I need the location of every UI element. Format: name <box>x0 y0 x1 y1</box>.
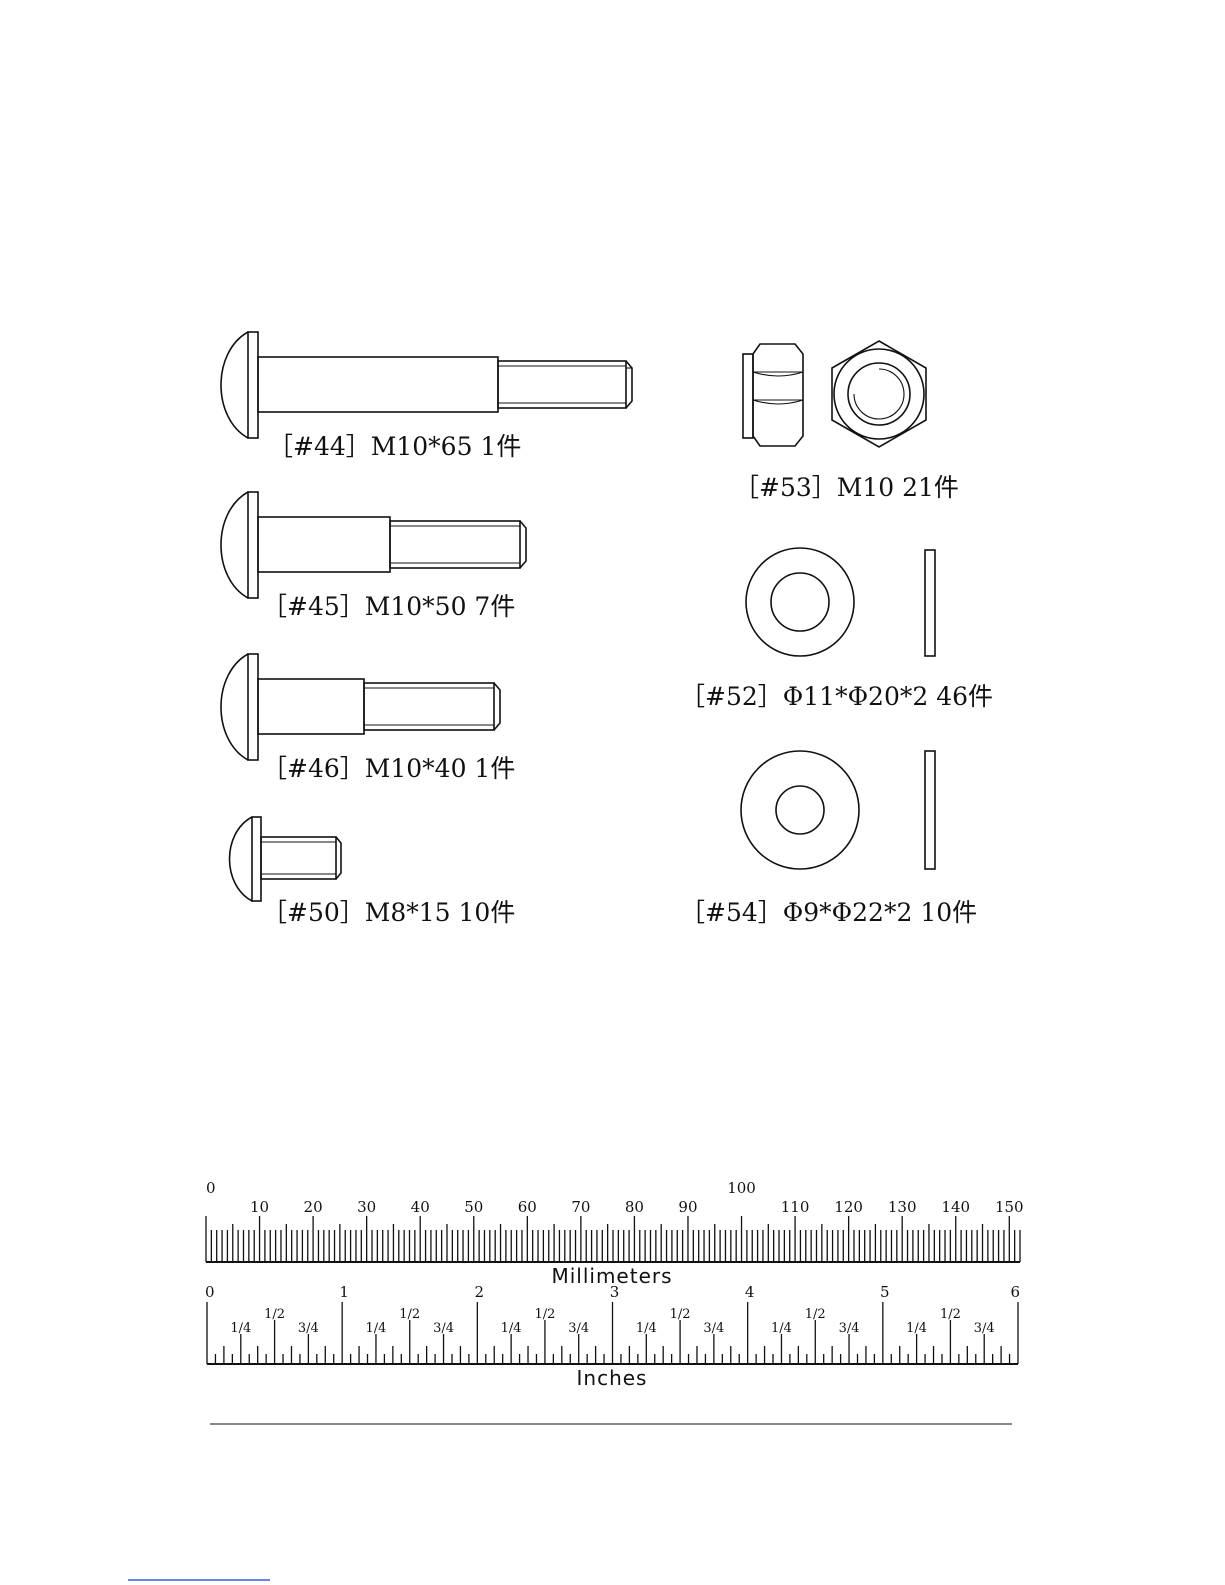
part-label-50: ［#50］M8*15 10件 <box>262 898 515 927</box>
nut-53-top-drawing <box>832 341 926 447</box>
inch-fraction-label: 1/2 <box>534 1307 555 1322</box>
bolt-44-drawing <box>221 332 632 438</box>
inch-label: 3 <box>610 1283 620 1301</box>
part-label-53: ［#53］M10 21件 <box>734 473 959 502</box>
part-label-52: ［#52］Φ11*Φ20*2 46件 <box>680 682 993 711</box>
part-label-54: ［#54］Φ9*Φ22*2 10件 <box>680 898 977 927</box>
washer-54-drawing <box>741 751 935 869</box>
mm-label: 10 <box>250 1198 269 1216</box>
millimeter-ruler <box>206 1216 1020 1262</box>
inch-fraction-label: 3/4 <box>703 1321 724 1336</box>
inch-fraction-label: 1/2 <box>399 1307 420 1322</box>
inch-label: 6 <box>1010 1283 1020 1301</box>
inch-label: 2 <box>475 1283 485 1301</box>
inch-fraction-label: 1/2 <box>670 1307 691 1322</box>
mm-label: 90 <box>678 1198 697 1216</box>
inch-fraction-label: 3/4 <box>433 1321 454 1336</box>
inch-fraction-label: 1/4 <box>636 1321 657 1336</box>
inch-label: 1 <box>339 1283 349 1301</box>
bolt-50-drawing <box>230 817 342 901</box>
mm-label: 50 <box>464 1198 483 1216</box>
inch-fraction-label: 1/2 <box>264 1307 285 1322</box>
inch-fraction-label: 3/4 <box>839 1321 860 1336</box>
inch-fraction-label: 1/2 <box>805 1307 826 1322</box>
nut-53-side-drawing <box>743 344 803 446</box>
mm-label: 130 <box>888 1198 917 1216</box>
mm-label: 150 <box>995 1198 1024 1216</box>
mm-label: 20 <box>304 1198 323 1216</box>
bolt-45-drawing <box>221 492 526 598</box>
washer-52-drawing <box>746 548 935 656</box>
inch-fraction-label: 1/4 <box>230 1321 251 1336</box>
inch-fraction-label: 3/4 <box>568 1321 589 1336</box>
inch-label: 4 <box>745 1283 755 1301</box>
inch-fraction-label: 3/4 <box>974 1321 995 1336</box>
inch-fraction-label: 3/4 <box>298 1321 319 1336</box>
mm-label: 70 <box>571 1198 590 1216</box>
mm-label: 80 <box>625 1198 644 1216</box>
inch-label: 5 <box>880 1283 890 1301</box>
mm-label: 60 <box>518 1198 537 1216</box>
mm-label: 0 <box>206 1179 216 1197</box>
bolt-46-drawing <box>221 654 500 760</box>
mm-label: 120 <box>834 1198 863 1216</box>
mm-label: 140 <box>941 1198 970 1216</box>
inch-fraction-label: 1/4 <box>365 1321 386 1336</box>
mm-label: 30 <box>357 1198 376 1216</box>
inch-ruler-title: Inches <box>577 1366 648 1390</box>
inch-fraction-label: 1/2 <box>940 1307 961 1322</box>
inch-fraction-label: 1/4 <box>906 1321 927 1336</box>
millimeter-ruler-labels: 0 10 20 30 40 50 60 70 80 90 100 110 120 130 140 150 <box>206 1179 1024 1216</box>
mm-label: 40 <box>411 1198 430 1216</box>
inch-ruler <box>207 1302 1018 1364</box>
mm-label: 110 <box>781 1198 810 1216</box>
mm-label: 100 <box>727 1179 756 1197</box>
inch-fraction-label: 1/4 <box>501 1321 522 1336</box>
inch-label: 0 <box>205 1283 215 1301</box>
part-label-46: ［#46］M10*40 1件 <box>262 754 515 783</box>
part-label-44: ［#44］M10*65 1件 <box>268 432 521 461</box>
part-label-45: ［#45］M10*50 7件 <box>262 592 515 621</box>
inch-fraction-label: 1/4 <box>771 1321 792 1336</box>
